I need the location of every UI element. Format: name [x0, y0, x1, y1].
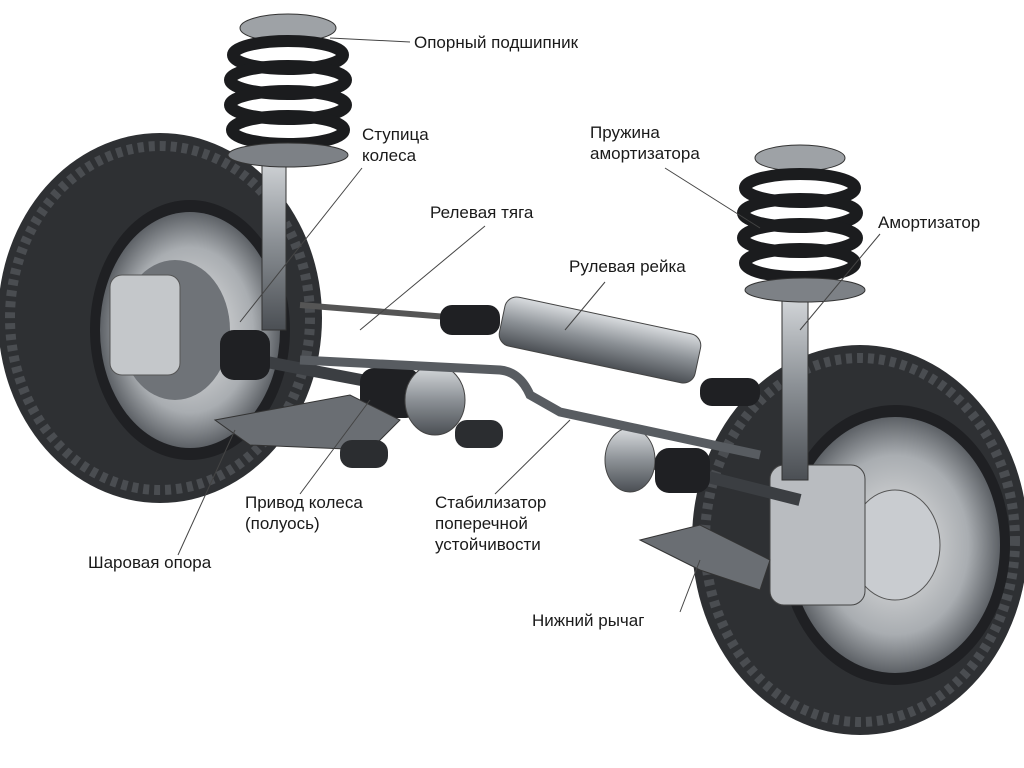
label-lower-arm: Нижний рычаг — [532, 611, 645, 630]
label-top-mount: Опорный подшипник — [414, 33, 579, 52]
label-stabilizer-line1: Стабилизатор — [435, 493, 547, 512]
label-hub: Ступица колеса — [362, 124, 429, 166]
label-stabilizer-line3: устойчивости — [435, 535, 541, 554]
label-steering-rack: Рулевая рейка — [569, 257, 686, 276]
label-spring-line1: Пружина — [590, 123, 660, 142]
label-drive-shaft-line2: (полуось) — [245, 514, 320, 533]
label-spring: Пружина амортизатора — [590, 122, 700, 164]
label-shock: Амортизатор — [878, 213, 981, 232]
left-lower-arm — [213, 394, 401, 451]
label-hub-line1: Ступица — [362, 125, 429, 144]
drive-shafts — [220, 330, 802, 506]
label-stabilizer-line2: поперечной — [435, 514, 528, 533]
left-strut — [224, 13, 352, 331]
right-wheel — [692, 345, 1024, 735]
label-ball-joint: Шаровая опора — [88, 553, 212, 572]
steering-rack — [299, 296, 760, 406]
label-hub-line2: колеса — [362, 146, 417, 165]
label-drive-shaft-line1: Привод колеса — [245, 493, 363, 512]
label-stabilizer: Стабилизатор поперечной устойчивости — [435, 492, 546, 555]
right-strut — [737, 144, 866, 481]
leader-lines — [177, 37, 881, 613]
stabilizer-bar — [299, 355, 761, 460]
label-tie-rod: Релевая тяга — [430, 203, 534, 222]
label-spring-line2: амортизатора — [590, 144, 700, 163]
right-lower-arm — [638, 524, 771, 591]
label-drive-shaft: Привод колеса (полуось) — [245, 492, 363, 534]
left-wheel — [0, 133, 322, 503]
